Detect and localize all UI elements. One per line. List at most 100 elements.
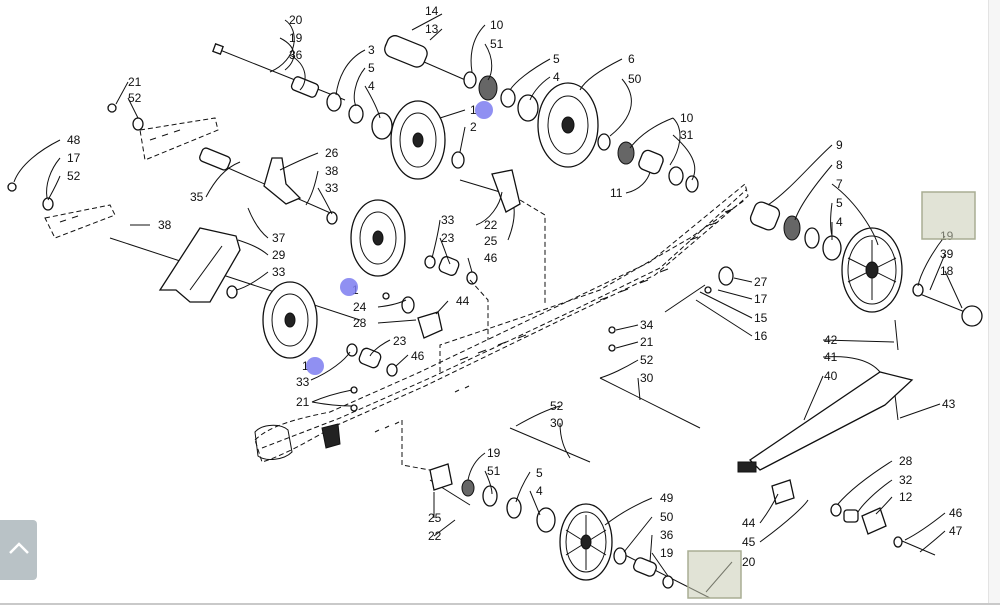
callout-46: 46 bbox=[484, 251, 498, 265]
hotspots bbox=[306, 101, 493, 375]
callout-4d: 4 bbox=[536, 484, 543, 498]
callout-49: 49 bbox=[660, 491, 674, 505]
callout-5: 5 bbox=[368, 61, 375, 75]
callout-44: 44 bbox=[456, 294, 470, 308]
callout-4b: 4 bbox=[553, 70, 560, 84]
callout-21c: 21 bbox=[640, 335, 654, 349]
callout-52: 52 bbox=[128, 91, 142, 105]
callout-18: 18 bbox=[940, 264, 954, 278]
callout-51b: 51 bbox=[487, 464, 501, 478]
highlight-box-18[interactable] bbox=[921, 191, 976, 240]
callout-50: 50 bbox=[628, 72, 642, 86]
callout-27: 27 bbox=[754, 275, 768, 289]
brackets bbox=[158, 157, 546, 471]
callout-10b: 10 bbox=[680, 111, 694, 125]
callout-42: 42 bbox=[824, 333, 838, 347]
idler-wheel-top-right bbox=[537, 82, 599, 168]
callout-19: 19 bbox=[289, 31, 303, 45]
callout-39: 39 bbox=[940, 247, 954, 261]
callout-4c: 4 bbox=[836, 215, 843, 229]
callout-41: 41 bbox=[824, 350, 838, 364]
callout-23b: 23 bbox=[393, 334, 407, 348]
callout-28b: 28 bbox=[899, 454, 913, 468]
callout-32: 32 bbox=[899, 473, 913, 487]
callout-46b: 46 bbox=[411, 349, 425, 363]
leader-lines bbox=[13, 13, 963, 593]
callout-28: 28 bbox=[353, 316, 367, 330]
idler-wheel-lower bbox=[262, 281, 318, 359]
callout-5c: 5 bbox=[836, 196, 843, 210]
scroll-to-top-button[interactable] bbox=[0, 520, 37, 580]
callout-19c: 19 bbox=[487, 446, 501, 460]
callout-52c: 52 bbox=[640, 353, 654, 367]
callout-29: 29 bbox=[272, 248, 286, 262]
callout-38: 38 bbox=[325, 164, 339, 178]
callout-33: 33 bbox=[325, 181, 339, 195]
idler-wheel-upper bbox=[390, 100, 446, 180]
callout-8: 8 bbox=[836, 158, 843, 172]
callout-14: 14 bbox=[425, 4, 439, 18]
callout-34: 34 bbox=[640, 318, 654, 332]
callout-47: 47 bbox=[949, 524, 963, 538]
right-scroll-edge bbox=[988, 0, 1000, 603]
washers-and-bearings bbox=[7, 71, 983, 589]
callout-5b: 5 bbox=[553, 52, 560, 66]
callout-6: 6 bbox=[628, 52, 635, 66]
callout-11: 11 bbox=[610, 186, 623, 200]
spoked-wheel-lower bbox=[559, 503, 613, 581]
callout-17: 17 bbox=[67, 151, 81, 165]
callout-21b: 21 bbox=[296, 395, 310, 409]
callout-13: 13 bbox=[425, 22, 439, 36]
callout-26: 26 bbox=[325, 146, 339, 160]
bottom-divider bbox=[0, 603, 1000, 605]
callout-30: 30 bbox=[640, 371, 654, 385]
tie-bar bbox=[737, 319, 914, 473]
callout-36b: 36 bbox=[660, 528, 674, 542]
highlight-box-20[interactable] bbox=[687, 550, 742, 599]
callout-50b: 50 bbox=[660, 510, 674, 524]
callout-45: 45 bbox=[742, 535, 756, 549]
callout-1a: 1 bbox=[470, 103, 477, 117]
callout-5d: 5 bbox=[536, 466, 543, 480]
callout-33c: 33 bbox=[441, 213, 455, 227]
chevron-up-icon bbox=[7, 540, 31, 561]
callout-52b: 52 bbox=[67, 169, 81, 183]
callout-22b: 22 bbox=[428, 529, 442, 543]
hotspot-dot-lower-wheel[interactable] bbox=[306, 357, 324, 375]
callout-7: 7 bbox=[836, 177, 843, 191]
callout-33d: 33 bbox=[296, 375, 310, 389]
callout-4: 4 bbox=[368, 79, 375, 93]
callout-22: 22 bbox=[484, 218, 498, 232]
callout-12: 12 bbox=[899, 490, 913, 504]
callout-10: 10 bbox=[490, 18, 504, 32]
callout-24: 24 bbox=[353, 300, 367, 314]
hotspot-dot-upper-wheel[interactable] bbox=[475, 101, 493, 119]
callout-52d: 52 bbox=[550, 399, 564, 413]
callout-17b: 17 bbox=[754, 292, 768, 306]
hotspot-dot-middle-wheel[interactable] bbox=[340, 278, 358, 296]
callout-3: 3 bbox=[368, 43, 375, 57]
highlight-boxes bbox=[687, 191, 976, 599]
callout-46c: 46 bbox=[949, 506, 963, 520]
callout-25b: 25 bbox=[428, 511, 442, 525]
callout-25: 25 bbox=[484, 234, 498, 248]
callout-48: 48 bbox=[67, 133, 81, 147]
idler-wheel-middle bbox=[350, 199, 406, 277]
callout-37: 37 bbox=[272, 231, 286, 245]
callout-16: 16 bbox=[754, 329, 768, 343]
callout-21: 21 bbox=[128, 75, 142, 89]
callout-31: 31 bbox=[680, 128, 694, 142]
callout-36: 36 bbox=[289, 48, 303, 62]
callout-51: 51 bbox=[490, 37, 504, 51]
callout-20: 20 bbox=[289, 13, 303, 27]
callout-1c: 1 bbox=[302, 359, 309, 373]
callout-9: 9 bbox=[836, 138, 843, 152]
callout-23: 23 bbox=[441, 231, 455, 245]
callout-38b: 38 bbox=[158, 218, 172, 232]
callout-19d: 19 bbox=[660, 546, 674, 560]
spoked-wheel-right bbox=[841, 227, 903, 313]
callout-15: 15 bbox=[754, 311, 768, 325]
callout-44b: 44 bbox=[742, 516, 756, 530]
callout-43: 43 bbox=[942, 397, 956, 411]
